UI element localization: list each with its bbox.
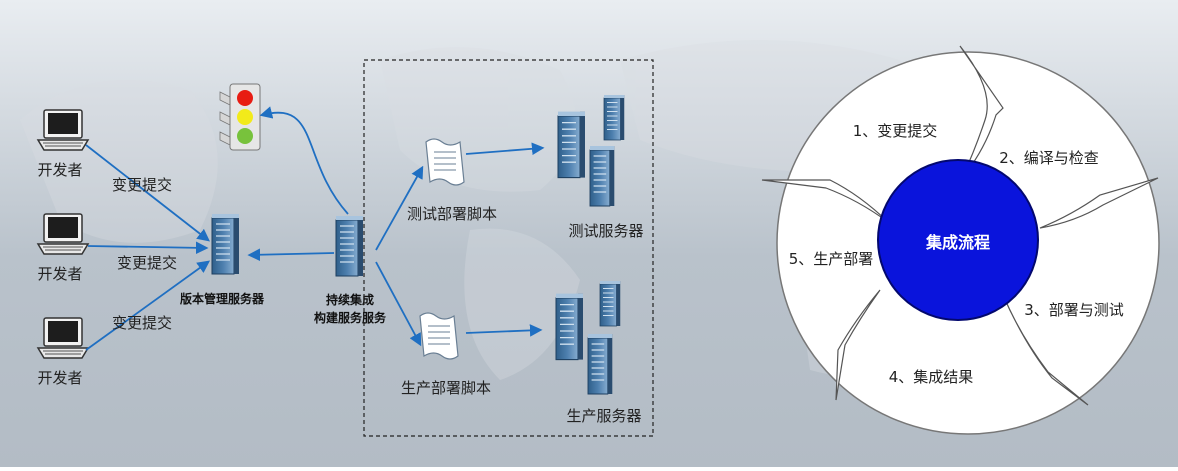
submit-label-1: 变更提交	[112, 176, 172, 194]
submit-arrows	[85, 144, 211, 351]
prod-script-icon	[419, 312, 459, 360]
ci-server-label-line2: 构建服务服务	[314, 310, 387, 325]
developer-laptop-2: 开发者	[37, 213, 89, 283]
submit-label-3: 变更提交	[112, 314, 172, 332]
step-5-label: 5、生产部署	[789, 250, 874, 268]
center-label: 集成流程	[925, 233, 990, 252]
cycle-diagram: 集成流程 1、变更提交 2、编译与检查 3、部署与测试 4、集成结果 5、生产部…	[761, 45, 1160, 435]
prod-script-label: 生产部署脚本	[401, 379, 491, 397]
submit-label-2: 变更提交	[117, 254, 177, 272]
developer-laptop-3: 开发者	[37, 317, 89, 387]
ci-server-label-line1: 持续集成	[326, 292, 374, 307]
developer-label-1: 开发者	[37, 161, 82, 179]
test-servers-label: 测试服务器	[568, 222, 643, 240]
cycle-arrows	[761, 45, 1159, 406]
step-3-label: 3、部署与测试	[1024, 301, 1124, 319]
prod-servers-label: 生产服务器	[566, 407, 641, 425]
traffic-light-icon	[219, 83, 261, 151]
ci-arrows	[247, 106, 545, 347]
developer-label-2: 开发者	[37, 265, 82, 283]
center-circle	[877, 159, 1039, 321]
step-1-label: 1、变更提交	[853, 122, 938, 140]
step-4-label: 4、集成结果	[889, 368, 974, 386]
vcs-server-icon	[211, 213, 240, 275]
vcs-server-label: 版本管理服务器	[180, 291, 265, 306]
developer-label-3: 开发者	[37, 369, 82, 387]
ci-server-icon	[335, 215, 364, 277]
developer-laptop-1: 开发者	[37, 109, 89, 179]
test-script-label: 测试部署脚本	[407, 205, 497, 223]
deployment-region	[363, 59, 654, 437]
test-script-icon	[425, 138, 465, 186]
step-2-label: 2、编译与检查	[999, 149, 1099, 167]
